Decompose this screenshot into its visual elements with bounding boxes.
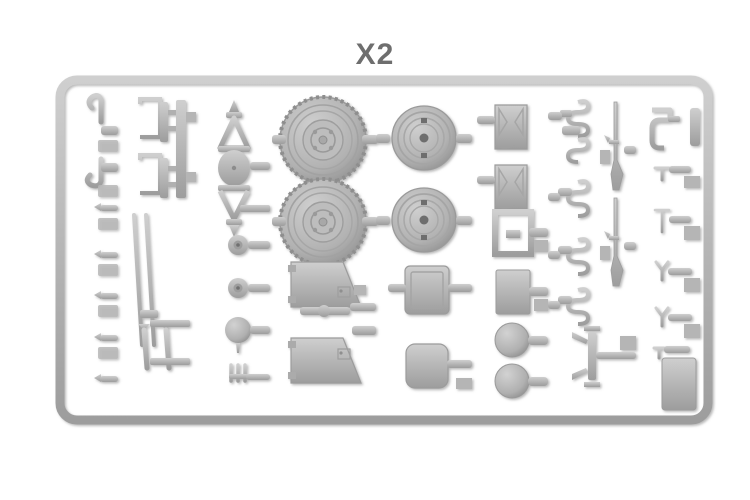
- a-frame-triangle: [217, 100, 251, 152]
- coil-spring: [558, 179, 591, 218]
- quantity-label: X2: [355, 38, 395, 71]
- pin-part: [94, 333, 118, 341]
- coil-spring: [565, 137, 591, 164]
- wheel-disc: [391, 105, 457, 171]
- sprue-outer-frame: [55, 75, 713, 425]
- part-group-hooks-and-pins: [84, 93, 118, 382]
- part-group-wheel-discs-and-boxes: [376, 105, 472, 389]
- dome-part: [494, 322, 548, 358]
- dome-part: [494, 363, 548, 399]
- wheel-disc: [391, 187, 457, 253]
- part-group-jerry-cans-and-domes: [477, 104, 548, 399]
- fender-panel: [288, 337, 362, 384]
- tire-treaded: [278, 95, 368, 185]
- pin-part: [94, 291, 118, 299]
- pin-part: [94, 250, 118, 258]
- bracket-frame: [138, 97, 176, 142]
- coil-spring: [560, 99, 591, 138]
- sphere-knob: [225, 317, 270, 353]
- fender-panel: [288, 261, 362, 308]
- rifle: [604, 197, 636, 287]
- square-box: [404, 265, 450, 315]
- long-rod: [132, 213, 144, 347]
- hub-gear: [228, 235, 270, 255]
- jerry-can: [494, 164, 528, 210]
- pin-part: [94, 374, 118, 382]
- coil-spring: [558, 237, 591, 276]
- tripod-mount: [572, 326, 636, 387]
- hook-bracket: [649, 107, 680, 151]
- coil-spring: [558, 287, 591, 326]
- part-group-a-frames-and-hubs: [217, 100, 270, 383]
- part-group-rifles-and-springs: [548, 99, 636, 387]
- small-tool: [654, 306, 692, 328]
- side-plate: [661, 357, 697, 411]
- small-tool: [653, 166, 691, 182]
- bracket-frame: [138, 153, 176, 198]
- small-tool: [652, 346, 690, 360]
- fork-tool: [229, 363, 270, 383]
- hook-part: [84, 156, 118, 189]
- rifle: [604, 101, 636, 191]
- part-group-brackets-and-rods: [132, 97, 196, 371]
- tire-treaded: [278, 177, 368, 267]
- part-group-small-tools: [649, 107, 700, 411]
- open-frame-box: [492, 209, 534, 257]
- hub-gear: [228, 278, 270, 298]
- jerry-can: [494, 104, 528, 150]
- pin-part: [94, 203, 118, 211]
- hook-part: [86, 93, 118, 135]
- part-group-tires-and-panels: [272, 95, 378, 384]
- square-box: [405, 343, 449, 389]
- small-tool: [653, 208, 691, 234]
- a-frame-triangle: [217, 185, 251, 237]
- long-rod: [138, 324, 150, 371]
- small-tool: [654, 260, 692, 282]
- flat-plate: [495, 269, 531, 315]
